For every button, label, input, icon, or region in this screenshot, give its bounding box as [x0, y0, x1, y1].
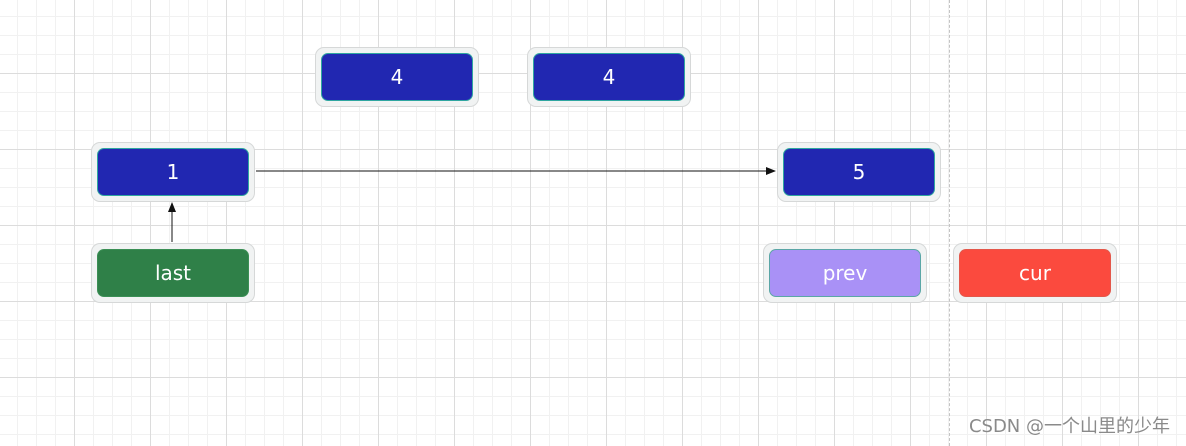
pointer-prev-label: prev: [769, 249, 921, 297]
page-divider: [949, 0, 950, 446]
node-1-label: 1: [97, 148, 249, 196]
node-5-label: 5: [783, 148, 935, 196]
node-4b-label: 4: [533, 53, 685, 101]
pointer-last[interactable]: last: [91, 243, 255, 303]
node-1[interactable]: 1: [91, 142, 255, 202]
pointer-cur[interactable]: cur: [953, 243, 1117, 303]
node-4b[interactable]: 4: [527, 47, 691, 107]
pointer-prev[interactable]: prev: [763, 243, 927, 303]
pointer-last-label: last: [97, 249, 249, 297]
pointer-cur-label: cur: [959, 249, 1111, 297]
node-5[interactable]: 5: [777, 142, 941, 202]
node-4a[interactable]: 4: [315, 47, 479, 107]
node-4a-label: 4: [321, 53, 473, 101]
watermark: CSDN @一个山里的少年: [968, 416, 1170, 437]
